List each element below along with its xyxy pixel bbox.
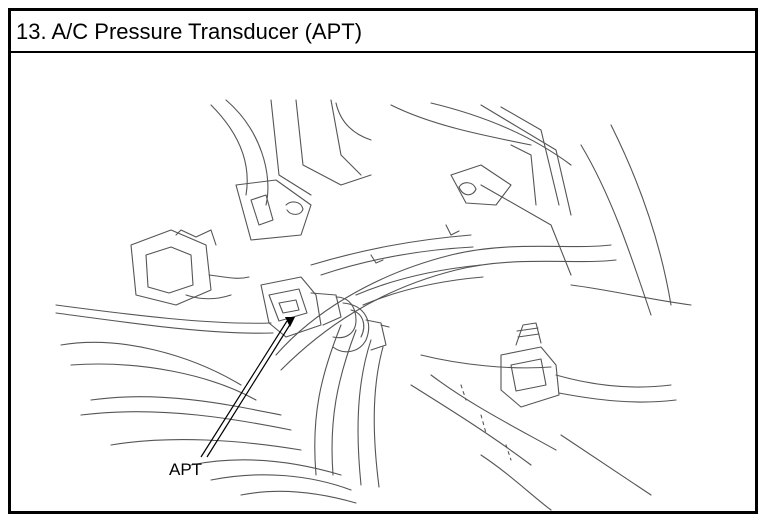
figure-frame: 13. A/C Pressure Transducer (APT) <box>8 8 758 514</box>
line-drawing: APT <box>55 99 692 511</box>
callout-leader-line <box>200 320 292 458</box>
engine-bay-illustration: APT <box>11 55 755 511</box>
callout-arrowhead <box>285 317 295 327</box>
page-title: 13. A/C Pressure Transducer (APT) <box>11 11 755 53</box>
apt-callout-label: APT <box>169 460 202 479</box>
